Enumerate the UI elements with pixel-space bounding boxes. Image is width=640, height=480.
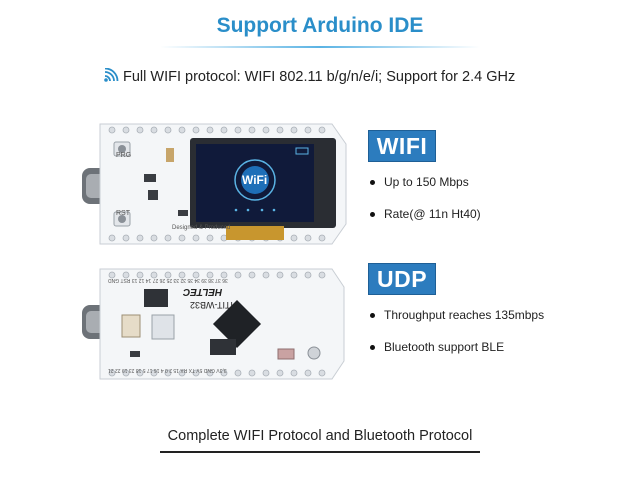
pin-labels-bottom: 3,3V GND 5V TX RX 15 2 0 4 16 17 5 18 23… [108, 367, 227, 373]
model-label: HTIT-WB32 [190, 300, 238, 310]
brand-label: HELTEC [183, 286, 223, 297]
subtitle: Full WIFI protocol: WIFI 802.11 b/g/n/e/… [103, 67, 516, 86]
bullet-text: Bluetooth support BLE [384, 340, 505, 354]
bullet-icon [370, 179, 375, 185]
page-title: Support Arduino IDE [216, 14, 424, 37]
footer-divider [160, 451, 480, 453]
bullet-text: Rate(@ 11n Ht40) [384, 207, 481, 221]
board-bottom-image [70, 265, 355, 383]
subtitle-text: Full WIFI protocol: WIFI 802.11 b/g/n/e/… [123, 69, 516, 85]
footer-caption: Complete WIFI Protocol and Bluetooth Pro… [167, 428, 473, 444]
pin-labels-top: 36 37 38 39 34 35 32 33 25 26 27 14 12 1… [108, 277, 228, 283]
screen-wifi-text: WiFi [242, 173, 268, 187]
board-silkscreen: Designed & Produced [172, 225, 231, 231]
feature-bullet: Bluetooth support BLE [370, 340, 504, 354]
bullet-text: Throughput reaches 135mbps [384, 308, 545, 322]
bullet-icon [370, 211, 375, 217]
feature-bullet: Rate(@ 11n Ht40) [370, 207, 481, 221]
wifi-badge: WIFI [368, 130, 436, 162]
wifi-signal-icon [103, 67, 119, 86]
board-top-image [70, 118, 355, 250]
bullet-text: Up to 150 Mbps [384, 175, 469, 189]
rst-label: RST [116, 210, 130, 217]
bullet-icon [370, 312, 375, 318]
feature-bullet: Throughput reaches 135mbps [370, 308, 544, 322]
feature-bullet: Up to 150 Mbps [370, 175, 469, 189]
bullet-icon [370, 344, 375, 350]
prg-label: PRG [116, 152, 132, 159]
udp-badge: UDP [368, 263, 436, 295]
title-divider [160, 46, 480, 48]
